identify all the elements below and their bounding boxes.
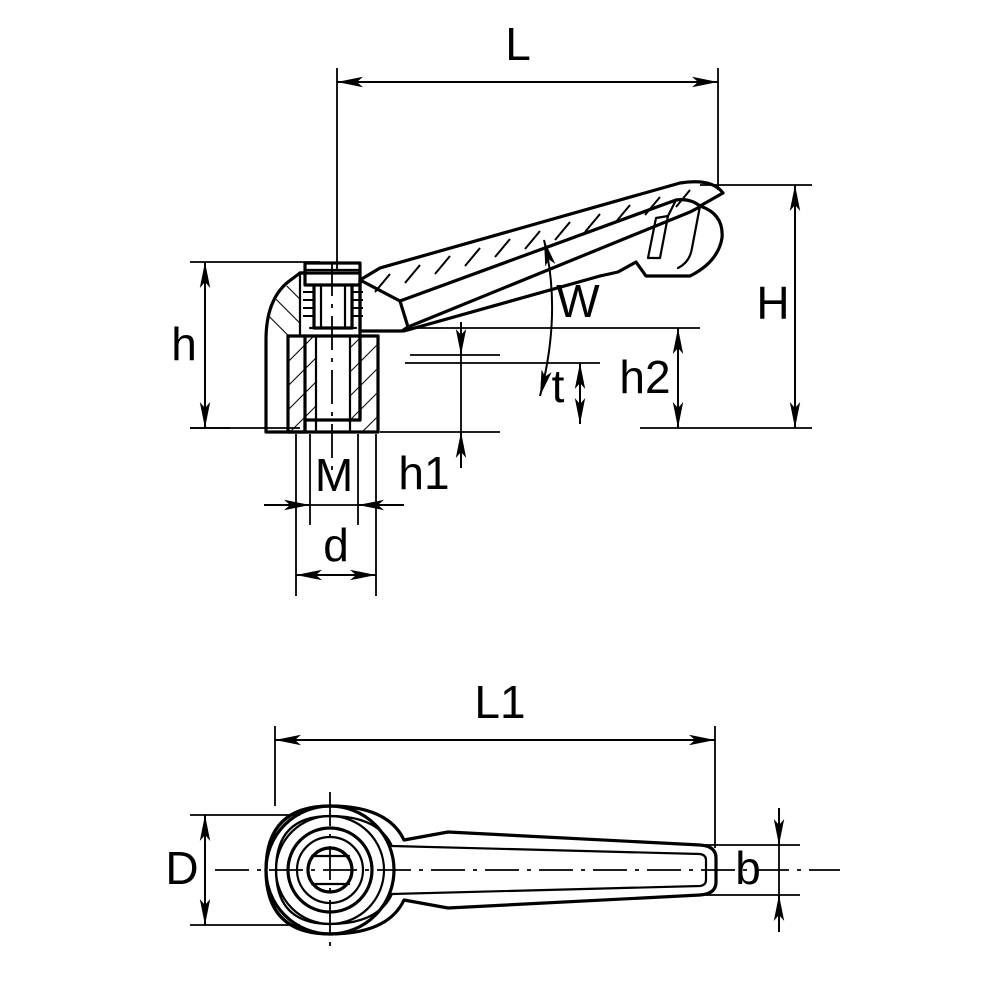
dimension-H: H [756, 185, 801, 428]
plan-view: L1 D b [165, 676, 840, 948]
dimension-label-h1: h1 [398, 447, 449, 499]
dimension-label-d: d [323, 519, 349, 571]
dimension-label-t: t [552, 360, 565, 412]
dimension-L1: L1 [275, 676, 715, 746]
dimension-W: W [539, 239, 600, 397]
dimension-label-L: L [505, 18, 531, 70]
side-section-view: L H h h2 t h1 [171, 18, 812, 596]
dimension-label-h2: h2 [619, 351, 670, 403]
section-hatch-shoulder [267, 275, 300, 341]
section-hatch-right [351, 337, 377, 431]
thread-ticks-right [353, 291, 363, 317]
dimension-h: h [171, 262, 211, 428]
dimension-M: M [264, 449, 404, 511]
thread-ticks-left [303, 291, 313, 317]
dimension-h1: h1 [398, 322, 467, 499]
hub-boss-section [264, 261, 380, 434]
dimension-d: d [296, 519, 376, 581]
section-hatch-left [289, 337, 315, 431]
dimension-label-b: b [735, 842, 761, 894]
arm-rib-hatching [374, 189, 691, 293]
dimension-L: L [337, 18, 718, 88]
dimension-label-h: h [171, 318, 197, 370]
dimension-label-M: M [315, 449, 353, 501]
dimension-label-H: H [756, 277, 789, 329]
dimension-label-W: W [556, 275, 600, 327]
lever-arm [358, 180, 725, 333]
side-view-extension-lines [190, 68, 812, 596]
dimension-t: t [552, 360, 586, 424]
hub-circles-plan [264, 804, 396, 936]
dimension-label-D: D [165, 842, 198, 894]
dimension-D: D [165, 815, 211, 925]
thread-flats-plan [310, 854, 351, 886]
dimension-label-L1: L1 [474, 676, 525, 728]
dimension-h2: h2 [619, 328, 684, 428]
